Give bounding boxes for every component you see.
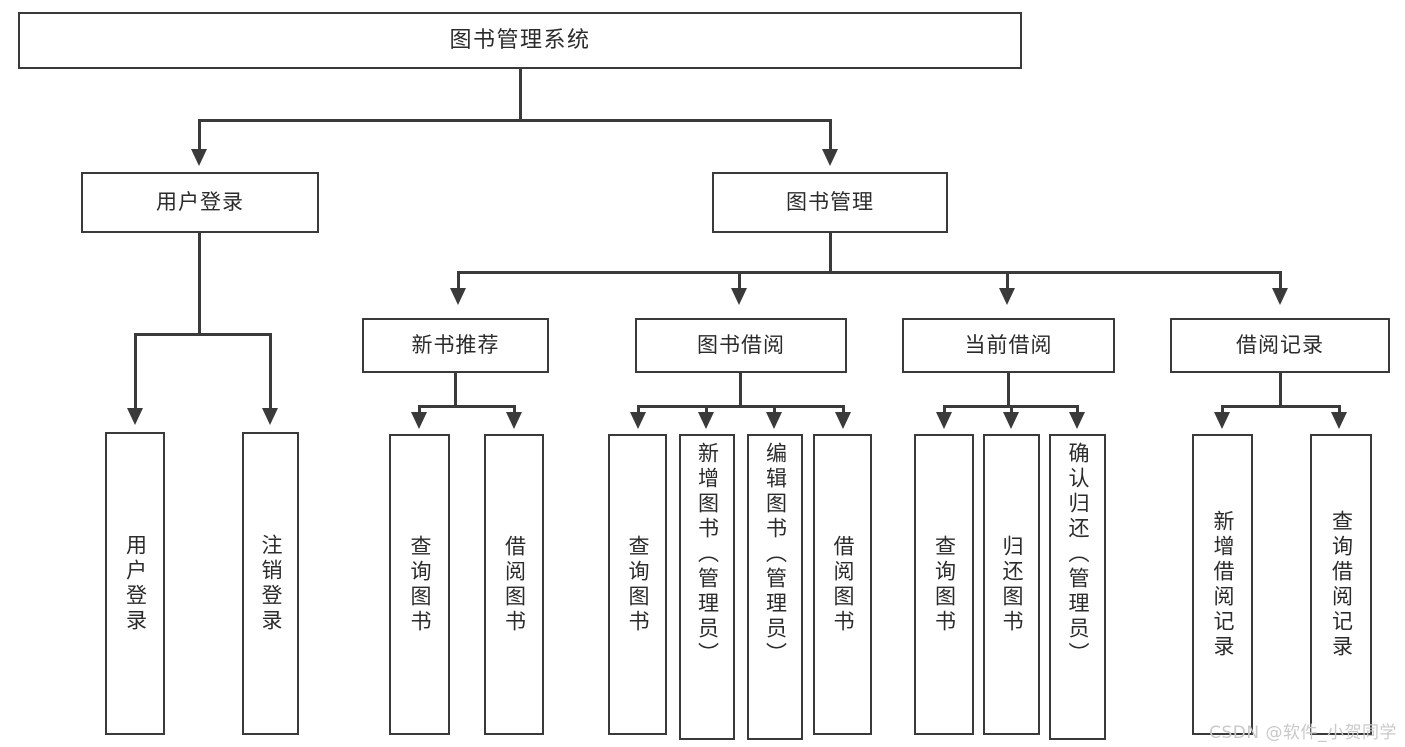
connector-br-to-leaf-1	[1221, 405, 1224, 417]
arrow-bb-to-leaf-3	[766, 412, 782, 429]
arrow-nbr-to-leaf-1	[411, 412, 427, 429]
arrow-bm-to-new-book	[450, 288, 466, 305]
arrow-bm-to-book-borrow	[731, 288, 747, 305]
arrow-bm-to-borrow-record	[1272, 288, 1288, 305]
connector-cb-stem	[1007, 373, 1010, 407]
connector-bm-to-borrow-record	[1279, 271, 1282, 291]
connector-bm-to-book-borrow	[738, 271, 741, 291]
node-label: 图书借阅	[697, 333, 785, 358]
node-label: 图书管理系统	[449, 27, 591, 53]
arrow-bm-to-current-borrow	[999, 288, 1015, 305]
connector-bm-to-new-book	[457, 271, 460, 291]
node-user-login[interactable]: 用户登录	[81, 172, 319, 233]
leaf-book-borrow-borrow-book[interactable]: 借阅图书	[813, 434, 872, 735]
node-label: 归还图书	[1000, 534, 1024, 635]
arrow-user-login-to-leaf-2	[262, 408, 278, 425]
arrow-cb-to-leaf-3	[1069, 412, 1085, 429]
leaf-current-borrow-query-book[interactable]: 查询图书	[914, 434, 974, 735]
connector-book-management-bar	[457, 271, 1282, 274]
node-label: 当前借阅	[964, 333, 1053, 358]
leaf-book-borrow-query-book[interactable]: 查询图书	[608, 434, 667, 735]
arrow-bb-to-leaf-1	[630, 412, 646, 429]
connector-bb-to-leaf-3	[773, 405, 776, 417]
leaf-user-login-login[interactable]: 用户登录	[105, 432, 165, 735]
arrow-root-to-user-login	[191, 149, 207, 166]
arrow-user-login-to-leaf-1	[127, 408, 143, 425]
connector-br-to-leaf-2	[1338, 405, 1341, 417]
node-label: 查询图书	[408, 534, 432, 635]
csdn-watermark: CSDN @软件_小贺同学	[1209, 723, 1397, 743]
node-label: 借阅图书	[831, 534, 855, 635]
node-label: 新增图书（管理员）	[695, 442, 720, 667]
arrow-cb-to-leaf-1	[936, 412, 952, 429]
node-label: 新增借阅记录	[1211, 509, 1235, 660]
connector-bb-bar	[637, 405, 845, 408]
connector-bb-to-leaf-4	[842, 405, 845, 417]
arrow-br-to-leaf-2	[1331, 412, 1347, 429]
connector-nbr-bar	[418, 405, 516, 408]
connector-root-to-user-login	[198, 119, 201, 153]
node-label: 编辑图书（管理员）	[763, 442, 788, 667]
leaf-borrow-record-add-record[interactable]: 新增借阅记录	[1192, 434, 1253, 735]
arrow-bb-to-leaf-4	[835, 412, 851, 429]
leaf-user-login-logout[interactable]: 注销登录	[242, 432, 299, 735]
node-label: 图书管理	[786, 190, 874, 215]
connector-br-bar	[1221, 405, 1341, 408]
arrow-nbr-to-leaf-2	[506, 412, 522, 429]
node-new-book-recommend[interactable]: 新书推荐	[362, 318, 549, 373]
connector-root-to-book-management	[829, 119, 832, 153]
connector-bb-to-leaf-1	[637, 405, 640, 417]
node-label: 用户登录	[156, 190, 244, 215]
connector-nbr-stem	[454, 373, 457, 407]
arrow-bb-to-leaf-2	[698, 412, 714, 429]
connector-user-login-bar	[134, 333, 272, 336]
connector-bb-stem	[739, 373, 742, 407]
connector-root-bar	[198, 119, 832, 122]
leaf-current-borrow-return-book[interactable]: 归还图书	[983, 434, 1040, 735]
node-label: 新书推荐	[411, 333, 500, 358]
connector-user-login-to-leaf-2	[269, 333, 272, 411]
node-book-management[interactable]: 图书管理	[712, 172, 948, 233]
connector-cb-to-leaf-3	[1076, 405, 1079, 417]
arrow-root-to-book-management	[822, 149, 838, 166]
leaf-book-borrow-add-book-admin[interactable]: 新增图书（管理员）	[679, 434, 735, 740]
node-label: 借阅图书	[502, 534, 527, 635]
connector-bm-to-current-borrow	[1006, 271, 1009, 291]
node-root-book-management-system[interactable]: 图书管理系统	[18, 12, 1022, 69]
node-label: 用户登录	[123, 533, 148, 634]
leaf-new-book-borrow-book[interactable]: 借阅图书	[484, 434, 544, 735]
connector-bb-to-leaf-2	[705, 405, 708, 417]
node-label: 查询借阅记录	[1329, 509, 1354, 660]
connector-cb-to-leaf-1	[943, 405, 946, 417]
leaf-borrow-record-query-record[interactable]: 查询借阅记录	[1310, 434, 1372, 735]
node-label: 查询图书	[626, 534, 650, 635]
connector-cb-to-leaf-2	[1010, 405, 1013, 417]
node-label: 查询图书	[932, 534, 957, 635]
connector-root-stem	[519, 69, 522, 121]
arrow-cb-to-leaf-2	[1003, 412, 1019, 429]
node-label: 借阅记录	[1236, 333, 1324, 358]
node-current-borrow[interactable]: 当前借阅	[902, 318, 1115, 373]
leaf-new-book-query-book[interactable]: 查询图书	[389, 434, 450, 735]
node-label: 注销登录	[259, 533, 283, 634]
node-borrow-record[interactable]: 借阅记录	[1170, 318, 1390, 373]
leaf-book-borrow-edit-book-admin[interactable]: 编辑图书（管理员）	[747, 434, 803, 740]
connector-user-login-to-leaf-1	[134, 333, 137, 411]
node-book-borrow[interactable]: 图书借阅	[635, 318, 847, 373]
arrow-br-to-leaf-1	[1214, 412, 1230, 429]
leaf-current-borrow-confirm-return-admin[interactable]: 确认归还（管理员）	[1049, 434, 1106, 740]
connector-user-login-stem	[198, 233, 201, 335]
connector-br-stem	[1279, 373, 1282, 407]
connector-nbr-to-leaf-2	[513, 405, 516, 417]
connector-nbr-to-leaf-1	[418, 405, 421, 417]
connector-book-management-stem	[829, 233, 832, 273]
node-label: 确认归还（管理员）	[1066, 442, 1090, 667]
